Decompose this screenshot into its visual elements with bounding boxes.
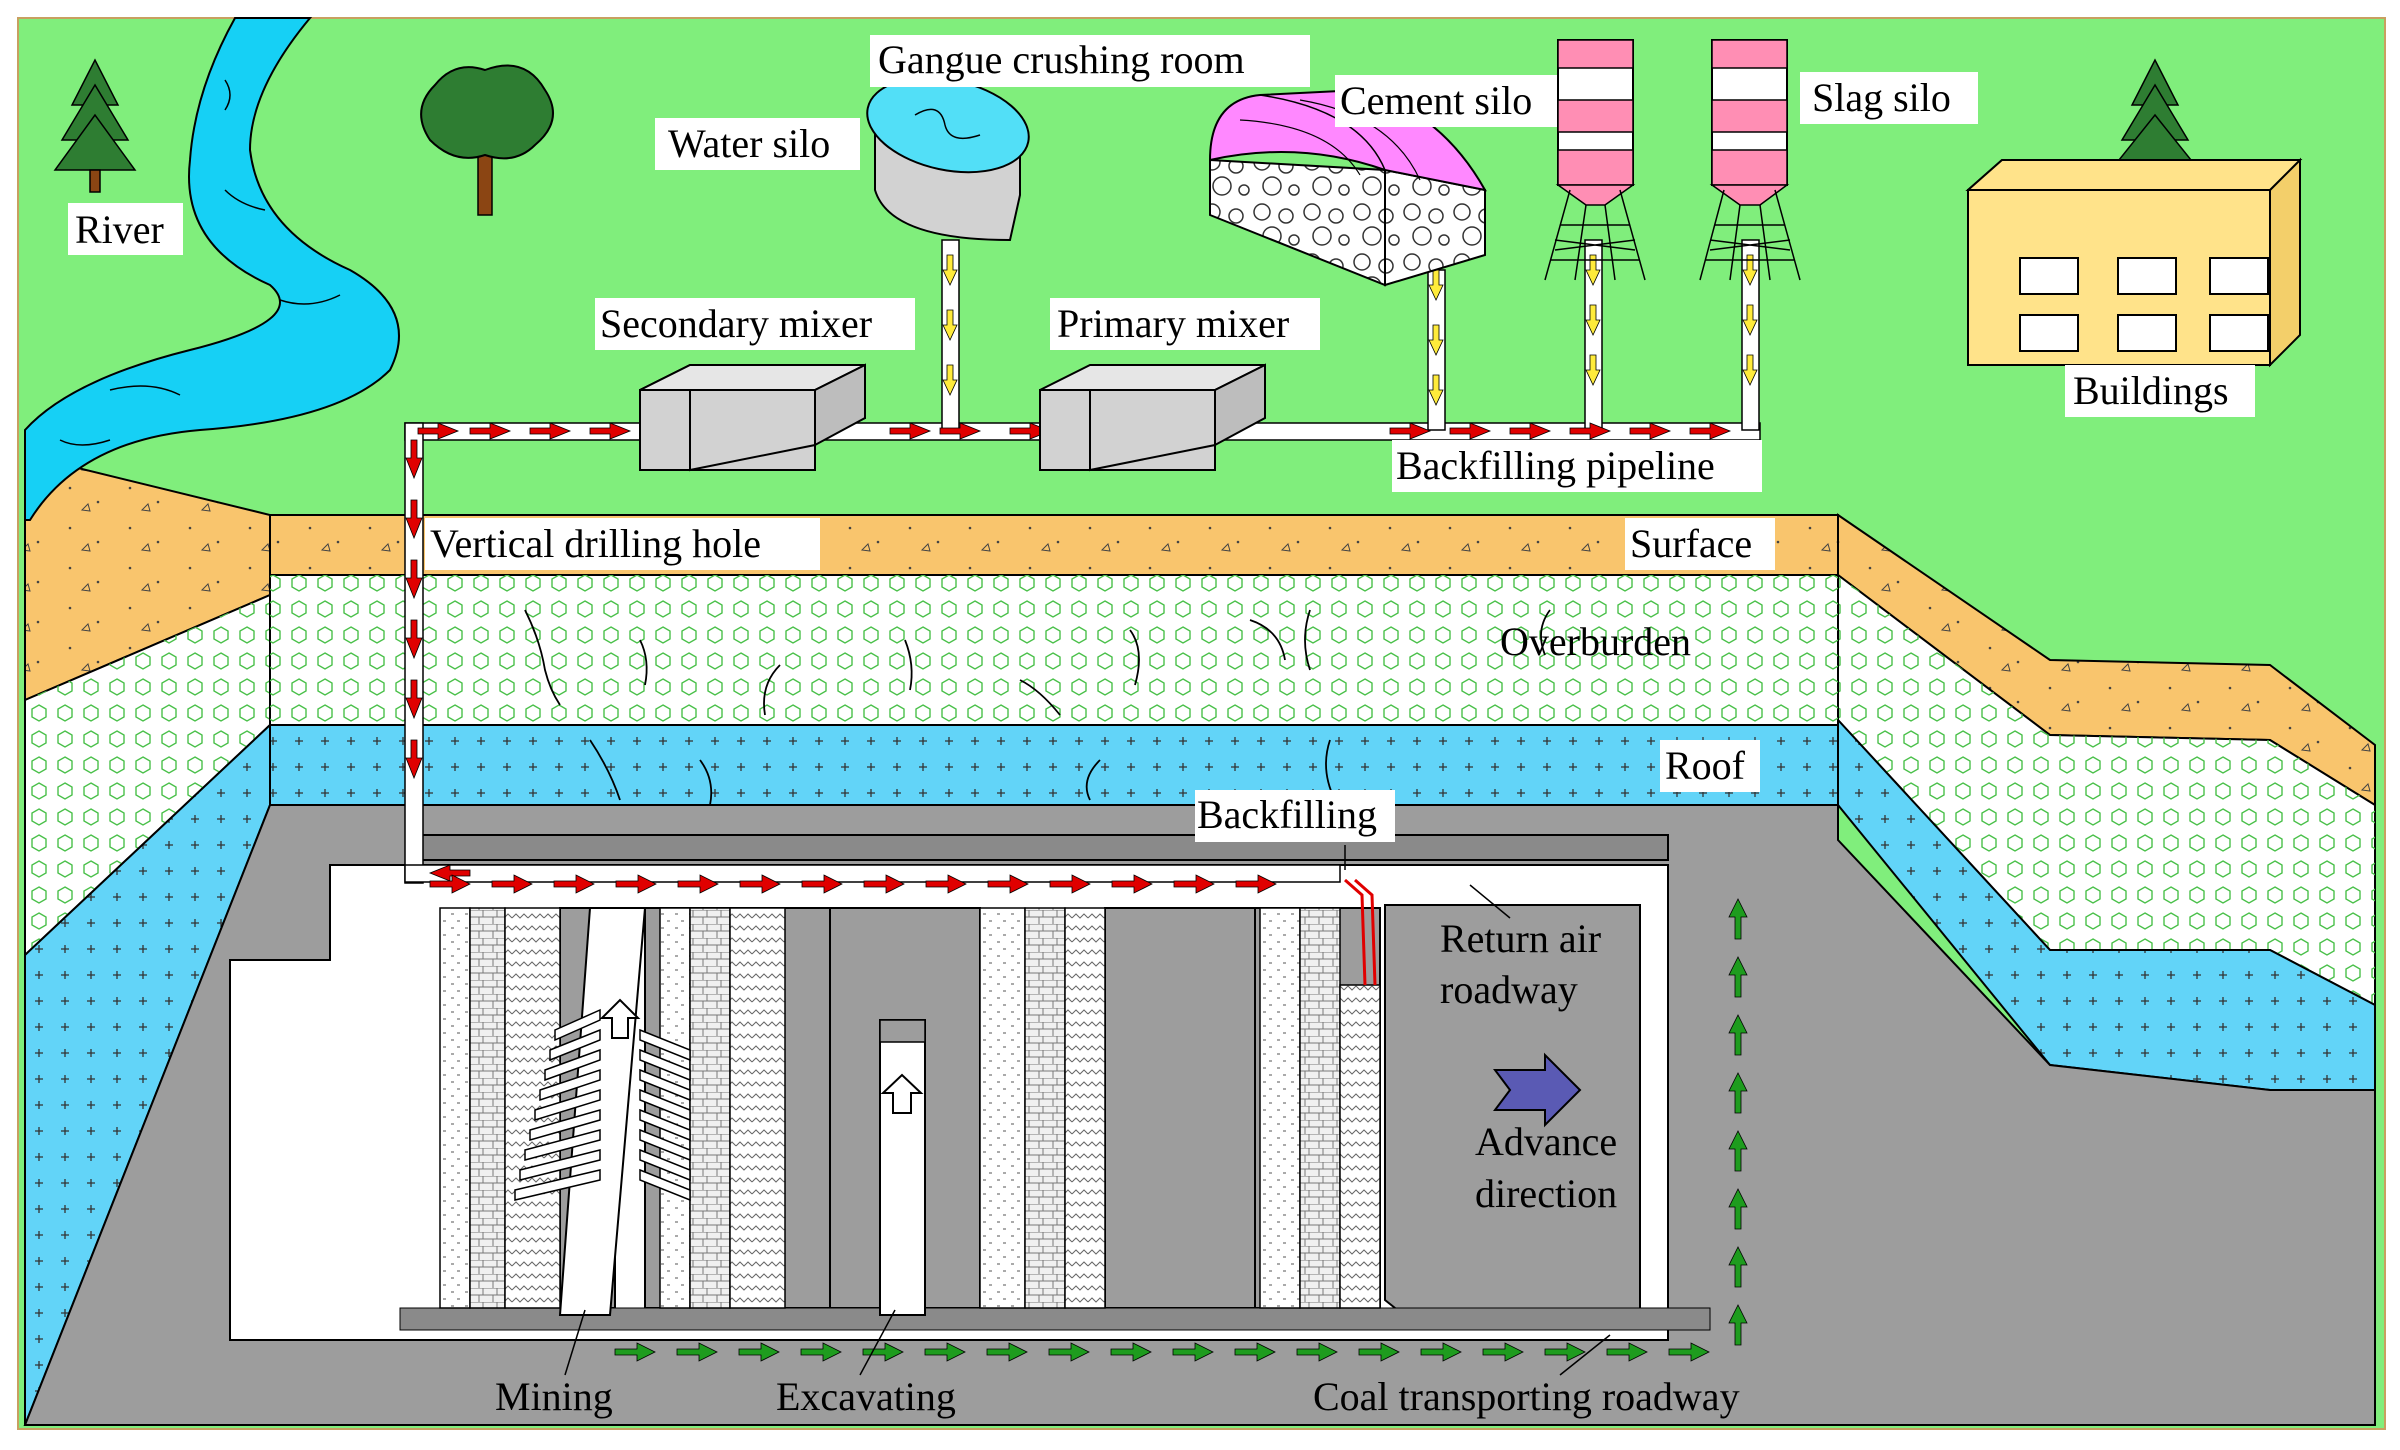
label-return-air-line2: roadway (1440, 967, 1578, 1012)
coal-arrow (1606, 1342, 1648, 1362)
coal-block-mid-right (1104, 907, 1256, 1309)
coal-flow-arrows (614, 898, 1748, 1362)
coal-arrow (1482, 1342, 1524, 1362)
building-icon (1965, 157, 2303, 368)
label-backfilling: Backfilling (1197, 792, 1377, 837)
roof-layer (269, 724, 1839, 806)
slurry-arrow (429, 874, 471, 894)
pine-tree-icon (2113, 58, 2197, 188)
backfilling-pipe (1344, 878, 1367, 986)
coal-arrow (1728, 1304, 1748, 1346)
label-overburden: Overburden (1500, 619, 1691, 664)
slurry-arrow (491, 874, 533, 894)
slurry-arrow (987, 874, 1029, 894)
label-advance-line1: Advance (1475, 1119, 1617, 1164)
up-arrow-icon (880, 1073, 924, 1114)
label-slag-silo: Slag silo (1812, 75, 1951, 120)
label-primary-mixer: Primary mixer (1057, 301, 1289, 346)
coal-arrow (1728, 956, 1748, 998)
label-mining: Mining (495, 1374, 613, 1419)
backfilled-strips (439, 907, 1381, 1309)
coal-arrow (676, 1342, 718, 1362)
river (24, 17, 400, 521)
coal-arrow (1728, 1072, 1748, 1114)
slag-silo-icon (1699, 39, 1801, 281)
coal-arrow (1420, 1342, 1462, 1362)
slurry-arrow (1173, 874, 1215, 894)
coal-arrow (924, 1342, 966, 1362)
coal-arrow (1544, 1342, 1586, 1362)
label-water-silo: Water silo (668, 121, 830, 166)
coal-arrow (800, 1342, 842, 1362)
pine-tree-icon (53, 58, 137, 193)
coal-arrow (1728, 1188, 1748, 1230)
coal-arrow (1296, 1342, 1338, 1362)
mining-face-cuts (514, 1008, 691, 1202)
coal-arrow (986, 1342, 1028, 1362)
slurry-arrow (677, 874, 719, 894)
label-cement-silo: Cement silo (1340, 78, 1532, 123)
label-backgrounds (68, 35, 2255, 842)
overburden-right (1838, 575, 2375, 1005)
overburden-fractures (524, 609, 1551, 806)
roof-ledge (419, 834, 1669, 861)
label-return-air-line1: Return air (1440, 916, 1601, 961)
slurry-flow-arrows (405, 422, 1732, 882)
coal-arrow (1172, 1342, 1214, 1362)
excavating-face (879, 1019, 926, 1043)
label-buildings: Buildings (2073, 368, 2229, 413)
cement-silo-icon (1544, 39, 1646, 281)
coal-arrow (1668, 1342, 1710, 1362)
coal-arrow (862, 1342, 904, 1362)
mixer-icon (1039, 363, 1266, 472)
leader-lines (564, 845, 1611, 1376)
coal-arrow (1048, 1342, 1090, 1362)
water-silo-icon (866, 76, 1030, 242)
coal-arrow (614, 1342, 656, 1362)
mixer-icon (639, 363, 866, 472)
up-arrow-icon (599, 998, 641, 1039)
label-excavating: Excavating (776, 1374, 956, 1419)
slurry-arrow (553, 874, 595, 894)
round-tree-icon (420, 64, 554, 216)
coal-arrow (1728, 898, 1748, 940)
label-advance-line2: direction (1475, 1171, 1617, 1216)
label-roof: Roof (1665, 743, 1746, 788)
coal-arrow (1728, 1246, 1748, 1288)
slurry-arrow (801, 874, 843, 894)
excavating-roadway (879, 1019, 926, 1316)
overburden-layer (270, 575, 1838, 725)
advance-arrow-icon (1493, 1052, 1582, 1128)
coal-arrow (1110, 1342, 1152, 1362)
coal-arrow (1728, 1014, 1748, 1056)
river-ripples (59, 79, 341, 446)
slurry-arrow (615, 874, 657, 894)
label-gangue-crushing-room: Gangue crushing room (878, 37, 1245, 82)
label-river: River (75, 207, 164, 252)
slurry-arrow (925, 874, 967, 894)
material-flow-arrows (942, 254, 1758, 406)
slurry-arrow (739, 874, 781, 894)
slurry-arrow (1235, 874, 1277, 894)
label-vertical-drilling-hole: Vertical drilling hole (430, 521, 761, 566)
coal-arrow (1358, 1342, 1400, 1362)
coal-arrow (1234, 1342, 1276, 1362)
label-surface: Surface (1630, 521, 1752, 566)
slurry-arrow (863, 874, 905, 894)
slurry-arrow (1049, 874, 1091, 894)
label-secondary-mixer: Secondary mixer (600, 301, 872, 346)
label-coal-transporting-roadway: Coal transporting roadway (1313, 1374, 1740, 1419)
coal-arrow (1728, 1130, 1748, 1172)
coal-arrow (738, 1342, 780, 1362)
overburden-left (25, 595, 270, 955)
slurry-arrow (1111, 874, 1153, 894)
label-backfilling-pipeline: Backfilling pipeline (1396, 443, 1715, 488)
slurry-underground-arrows (429, 874, 1277, 894)
